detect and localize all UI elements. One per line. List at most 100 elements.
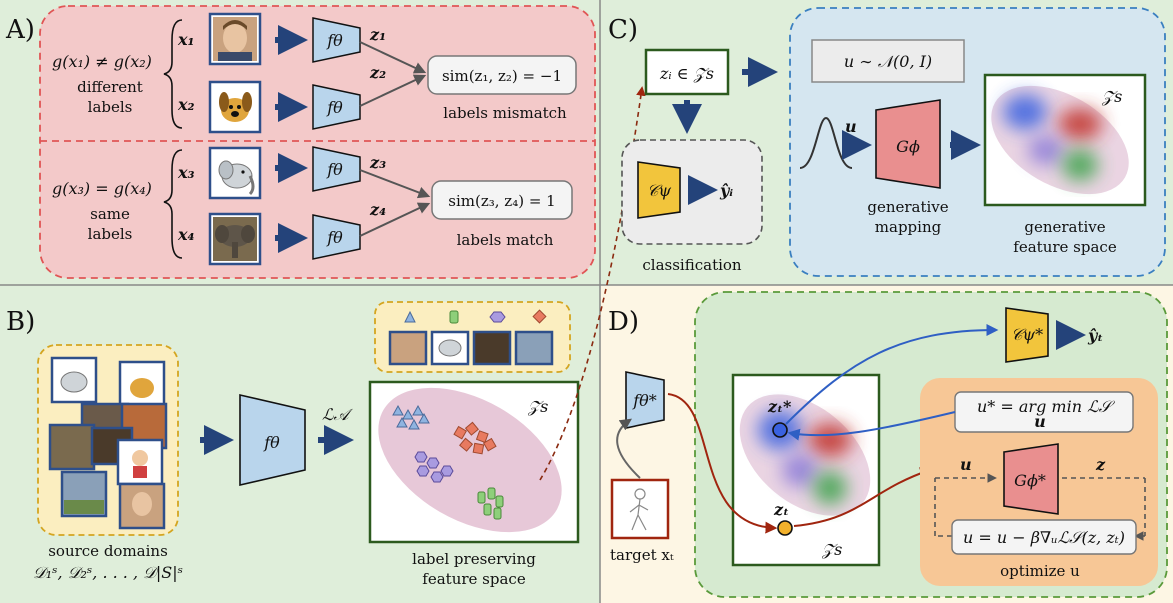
space-label-d: 𝒵s [821, 540, 842, 559]
triangle-marker-icon [404, 310, 416, 323]
space-caption-b-2: feature space [422, 570, 526, 588]
z-t-label: zₜ [773, 500, 789, 519]
x1-label: x₁ [177, 30, 195, 49]
panel-d: fθ* target xₜ 𝒵s zₜ* zₜ 𝒞ψ* ŷₜ u* = [610, 291, 1168, 598]
prior: u ∼ 𝒩(0, I) [844, 52, 932, 71]
svg-text:Gϕ*: Gϕ* [1014, 471, 1046, 490]
space-caption-b-1: label preserving [412, 550, 536, 568]
blob-green [1062, 149, 1098, 181]
encoder-block-main: fθ [239, 393, 306, 487]
svg-text:fθ: fθ [263, 433, 280, 452]
z-sample-box [644, 48, 730, 96]
prototype-horse-photo [514, 330, 554, 366]
u-label-c: u [845, 117, 857, 136]
panel-a-letter: A) [5, 15, 35, 45]
panel-c: zᵢ ∈ 𝒵s 𝒞ψ ŷᵢ classification u ∼ 𝒩(0, I)… [621, 7, 1166, 277]
update-box [951, 519, 1137, 555]
panel-c-letter: C) [608, 15, 638, 45]
panel-a: g(x₁) ≠ g(x₂) different labels x₁ x₂ fθ [39, 5, 596, 279]
arrow-zt-optimizer [793, 467, 933, 527]
svg-text:𝒞ψ: 𝒞ψ [647, 181, 672, 200]
feature-cloud [378, 387, 562, 533]
encoder-block-4: fθ [312, 214, 361, 260]
svg-text:fθ: fθ [326, 160, 343, 179]
gaussian-curve-icon [799, 116, 853, 169]
z3-label: z₃ [369, 153, 386, 172]
classification-caption: classification [642, 256, 742, 274]
person-sketch-icon [629, 488, 649, 531]
svg-text:fθ: fθ [326, 228, 343, 247]
target-blob-purple [782, 453, 818, 487]
prediction-c: ŷᵢ [719, 181, 733, 200]
cluster-hexagons [414, 451, 454, 483]
svg-text:𝒞ψ*: 𝒞ψ* [1011, 325, 1043, 344]
svg-text:Gϕ: Gϕ [896, 137, 920, 156]
blob-blue [1003, 94, 1047, 130]
arrow-target-encoder [616, 418, 641, 479]
cluster-diamonds [453, 421, 497, 455]
face-photo-icon [208, 12, 262, 66]
update-rule: u = u − β∇ᵤℒ𝒮(z, zₜ) [963, 528, 1125, 547]
arrow-z1-sim [359, 41, 427, 74]
cluster-triangles [392, 404, 430, 430]
space-label-c: 𝒵s [1101, 87, 1122, 106]
labels-mismatch: labels mismatch [443, 104, 567, 122]
elephant-photo-icon [208, 212, 262, 266]
cluster-bars [477, 487, 504, 520]
optimize-caption: optimize u [1000, 562, 1080, 580]
panel-d-letter: D) [608, 307, 639, 337]
arrow-encoder-zt [667, 393, 778, 534]
brace-top [163, 19, 183, 129]
similarity-match: sim(z₃, z₄) = 1 [448, 192, 555, 210]
alignment-loss: ℒ𝒜 [322, 405, 354, 424]
target-image-box [610, 478, 670, 540]
arrow-z2-sim [359, 74, 427, 107]
source-images-collage [48, 356, 168, 530]
similarity-mismatch: sim(z₁, z₂) = −1 [442, 67, 562, 85]
z-star-label: zₜ* [767, 397, 792, 416]
diamond-marker-icon [532, 309, 547, 324]
condition-same: g(x₃) = g(x₄) [52, 179, 152, 198]
arrow-argmin-zstar [787, 411, 956, 441]
target-caption: target xₜ [610, 546, 674, 564]
generator-caption-2: mapping [875, 218, 942, 236]
svg-text:fθ*: fθ* [632, 391, 657, 410]
blob-purple [1028, 135, 1064, 165]
generator-block: Gϕ [875, 99, 941, 189]
brace-bottom [163, 149, 183, 259]
cartoon-dog-icon [208, 80, 262, 134]
z-label-d: z [1095, 455, 1106, 474]
target-blob-red [808, 423, 852, 457]
source-domains-sets: 𝒟₁ˢ, 𝒟₂ˢ, . . . , 𝒟|S|ˢ [33, 563, 183, 582]
space-caption-c-2: feature space [1013, 238, 1117, 256]
adapted-generator-block: Gϕ* [1003, 443, 1059, 515]
z-t-point [777, 520, 793, 536]
caption-same-2: labels [88, 225, 133, 243]
caption-same-1: same [90, 205, 130, 223]
x3-label: x₃ [177, 163, 195, 182]
argmin-subscript: u [1034, 412, 1046, 431]
caption-different-1: different [77, 78, 143, 96]
z1-label: z₁ [369, 25, 386, 44]
arrow-zstar-classifier [785, 324, 999, 425]
space-caption-c-1: generative [1024, 218, 1105, 236]
target-blob-green [813, 471, 847, 505]
svg-text:fθ: fθ [326, 98, 343, 117]
labels-match: labels match [457, 231, 554, 249]
prototype-dog-photo [472, 330, 512, 366]
similarity-match-box [431, 180, 573, 220]
target-encoder-block: fθ* [625, 371, 665, 429]
z-sample: zᵢ ∈ 𝒵s [659, 64, 714, 83]
condition-different: g(x₁) ≠ g(x₂) [52, 52, 152, 71]
hexagon-marker-icon [489, 311, 506, 323]
z-star-point [772, 422, 788, 438]
encoder-block-1: fθ [312, 17, 361, 63]
argmin: u* = arg min ℒ𝒮 [977, 397, 1116, 416]
generator-caption-1: generative [867, 198, 948, 216]
cartoon-elephant-icon [208, 146, 262, 200]
prediction-d: ŷₜ [1087, 326, 1103, 345]
panel-b-letter: B) [6, 307, 35, 337]
panel-b: source domains 𝒟₁ˢ, 𝒟₂ˢ, . . . , 𝒟|S|ˢ f… [33, 86, 646, 588]
adapted-classifier-block: 𝒞ψ* [1005, 307, 1049, 363]
